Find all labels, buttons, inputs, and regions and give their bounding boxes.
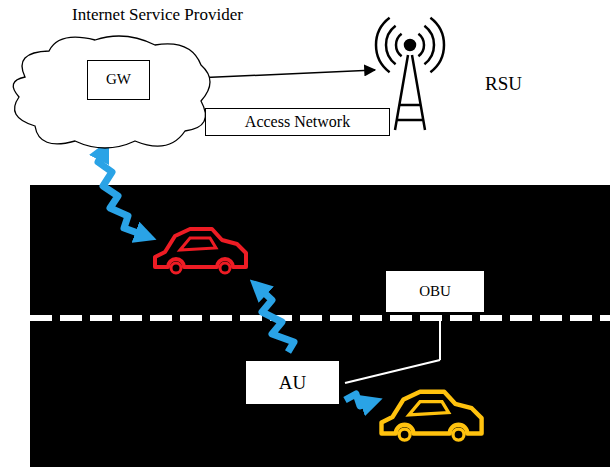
- lane-divider: [30, 315, 610, 321]
- node-label: Internet Service Provider: [72, 5, 243, 25]
- access-network-box: Access Network: [205, 108, 390, 136]
- leader-line: [345, 360, 440, 383]
- rsu-tower: RSU: [375, 5, 535, 135]
- yellow-car: [382, 392, 482, 440]
- box-label: OBU: [419, 283, 451, 300]
- gateway-box: GW: [87, 60, 150, 100]
- antenna-tower: [375, 5, 535, 135]
- au-box: AU: [245, 360, 340, 405]
- road: [30, 185, 610, 467]
- wireless-link: [258, 287, 294, 352]
- box-label: AU: [279, 372, 306, 394]
- wireless-link: [98, 150, 146, 236]
- box-label: Access Network: [245, 113, 350, 131]
- obu-box: OBU: [385, 270, 485, 313]
- leader-line: [439, 317, 441, 360]
- isp-cloud: GWInternet Service Provider: [5, 5, 220, 155]
- box-label: GW: [106, 71, 131, 88]
- node-label: RSU: [485, 73, 522, 95]
- red-car: [155, 229, 246, 273]
- wireless-link: [345, 394, 372, 406]
